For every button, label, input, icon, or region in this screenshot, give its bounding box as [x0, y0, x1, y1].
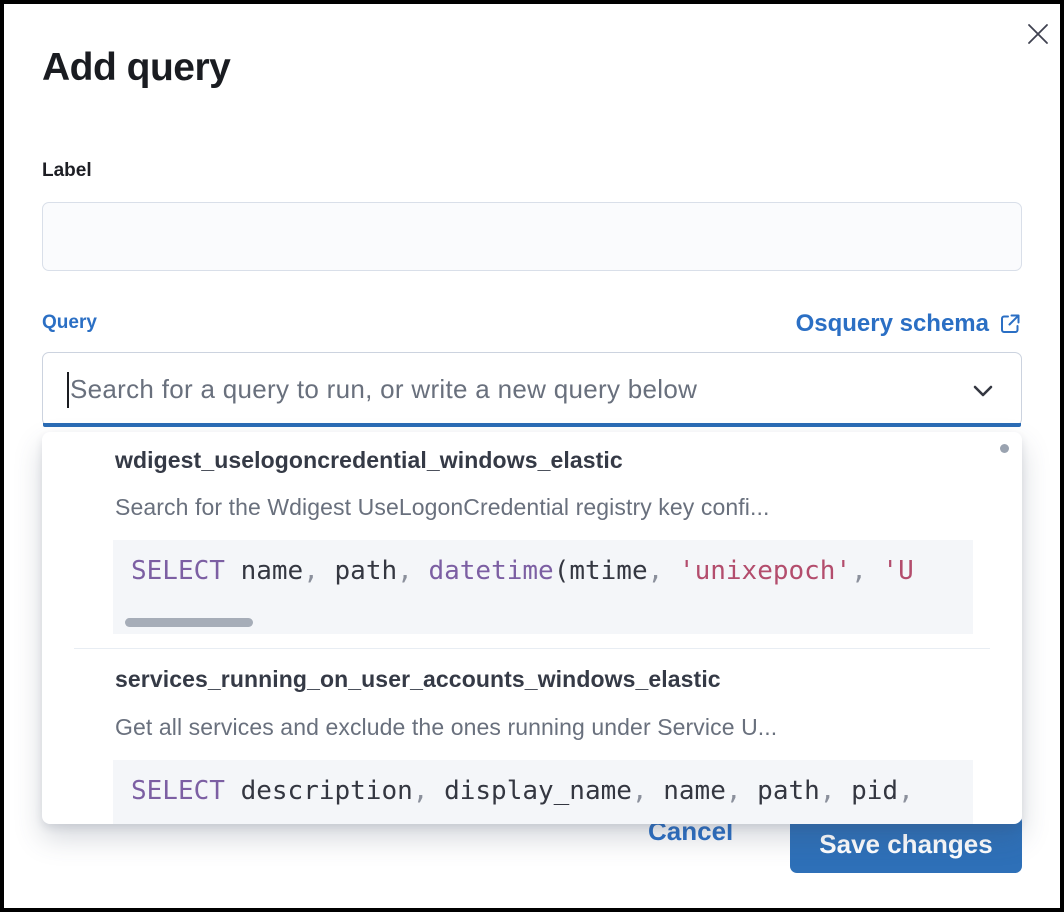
sql-code: SELECT name, path, datetime(mtime, 'unix… — [131, 556, 914, 586]
close-button[interactable] — [1020, 16, 1056, 52]
save-changes-button[interactable]: Save changes — [790, 815, 1022, 873]
combobox-toggle-button[interactable] — [969, 377, 997, 405]
label-input[interactable] — [42, 202, 1022, 271]
label-field-label: Label — [42, 160, 92, 181]
query-combobox — [42, 352, 1022, 427]
option-title: services_running_on_user_accounts_window… — [115, 666, 721, 692]
query-field-label: Query — [42, 312, 97, 333]
vertical-scrollbar-thumb[interactable] — [1000, 444, 1009, 453]
osquery-schema-link-label: Osquery schema — [795, 310, 989, 337]
option-description: Search for the Wdigest UseLogonCredentia… — [115, 494, 770, 520]
external-link-icon — [1001, 314, 1020, 333]
option-divider — [74, 648, 990, 649]
horizontal-scrollbar-thumb[interactable] — [125, 618, 253, 627]
close-icon — [1028, 24, 1048, 44]
page-title: Add query — [42, 46, 231, 89]
query-suggestions-panel: wdigest_uselogoncredential_windows_elast… — [42, 432, 1022, 824]
query-search-input[interactable] — [43, 353, 948, 425]
option-title: wdigest_uselogoncredential_windows_elast… — [115, 447, 623, 473]
option-code-block: SELECT name, path, datetime(mtime, 'unix… — [113, 540, 973, 634]
option-description: Get all services and exclude the ones ru… — [115, 714, 778, 740]
chevron-down-icon — [973, 385, 993, 397]
sql-code: SELECT description, display_name, name, … — [131, 776, 914, 806]
option-code-block: SELECT description, display_name, name, … — [113, 760, 973, 824]
osquery-schema-link[interactable]: Osquery schema — [796, 310, 1022, 338]
